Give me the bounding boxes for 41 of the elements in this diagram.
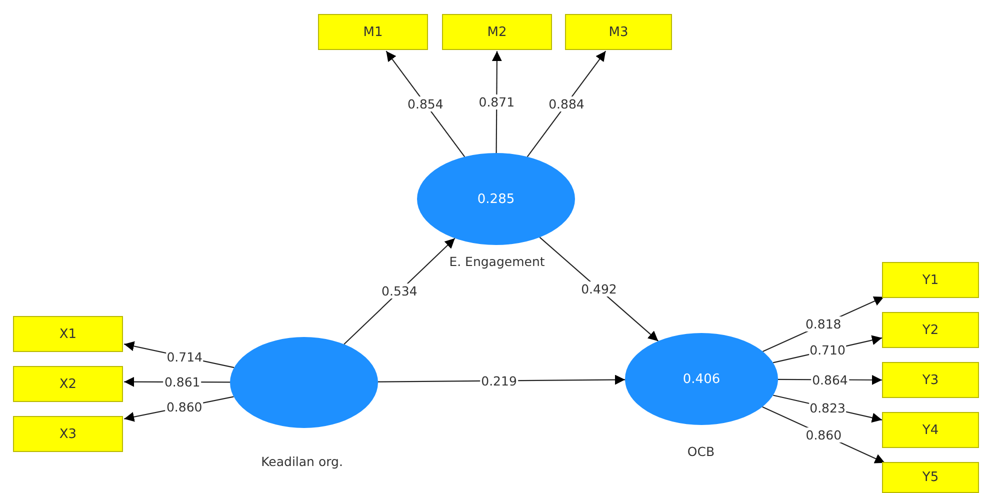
indicator-box	[882, 462, 979, 493]
indicator-box	[13, 416, 123, 452]
indicator-box	[565, 14, 672, 50]
edge-label: 0.492	[580, 282, 618, 297]
indicator-name: X1	[59, 326, 77, 342]
construct-name: Keadilan org.	[261, 454, 343, 469]
edge-label: 0.219	[480, 373, 518, 388]
indicator-box	[442, 14, 552, 50]
path-coefficient-value: 0.406	[682, 372, 720, 386]
edge-label: 0.884	[548, 96, 586, 112]
indicator-box	[13, 316, 123, 352]
indicator-box	[318, 14, 428, 50]
edge-label: 0.864	[811, 372, 849, 388]
construct-name: OCB	[687, 444, 715, 459]
indicator-box	[882, 362, 979, 398]
indicator-name: Y3	[922, 372, 939, 388]
indicator-name: M2	[487, 24, 507, 40]
indicator-name: Y4	[922, 422, 939, 438]
edge-label: 0.860	[165, 399, 204, 414]
edge-label: 0.871	[478, 94, 516, 110]
edge-label: 0.861	[163, 374, 202, 390]
edge-label: 0.534	[380, 284, 418, 299]
edge-label: 0.818	[804, 316, 842, 332]
indicator-name: M3	[608, 24, 628, 40]
indicator-name: Y2	[922, 322, 939, 338]
edge-label: 0.714	[166, 350, 204, 364]
edge-label: 0.823	[808, 400, 846, 416]
indicator-box	[882, 262, 979, 298]
indicator-name: X2	[59, 376, 77, 392]
indicator-box	[882, 412, 979, 448]
indicator-box	[13, 366, 123, 402]
edge-label: 0.710	[808, 342, 846, 358]
path-coefficient-value: 0.285	[477, 192, 515, 206]
indicator-name: Y1	[922, 272, 939, 288]
indicator-name: Y5	[922, 470, 939, 485]
construct-name: E. Engagement	[449, 254, 545, 269]
indicator-name: M1	[363, 24, 383, 40]
edge-label: 0.854	[406, 96, 444, 112]
indicator-name: X3	[59, 426, 77, 442]
indicator-box	[882, 312, 979, 348]
edge-label: 0.860	[804, 427, 843, 442]
